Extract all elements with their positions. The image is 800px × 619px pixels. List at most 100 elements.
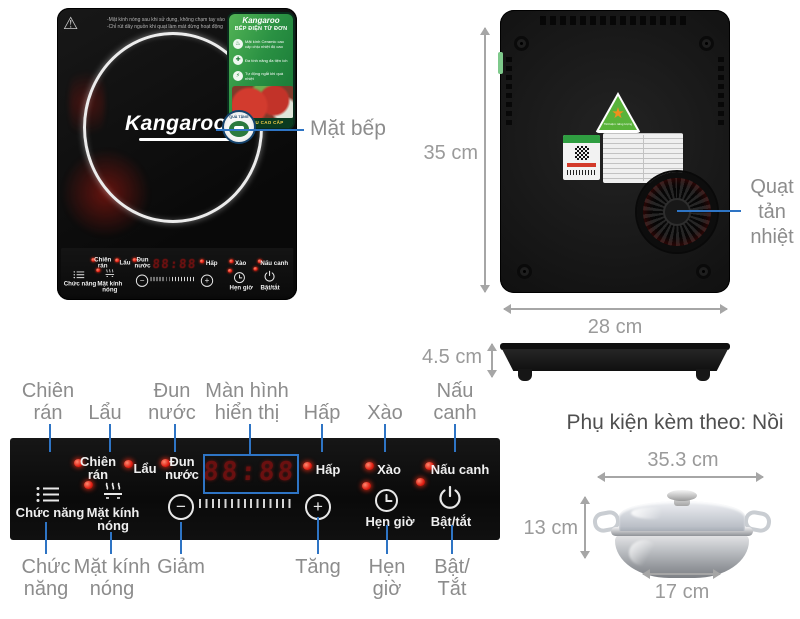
side-sticker-edge <box>498 52 503 74</box>
foot <box>518 369 532 381</box>
annotation-line <box>386 525 388 554</box>
minus-button: − <box>168 494 194 520</box>
annotation-xao: Xào <box>367 402 403 424</box>
annotation-giam: Giảm <box>157 556 205 578</box>
pot-glass-lid <box>619 501 745 531</box>
surface-annotation-label: Mặt bếp <box>310 117 386 140</box>
led-indicator <box>91 257 96 262</box>
annotation-line <box>249 424 251 455</box>
vent-slots <box>506 55 512 125</box>
power-icon <box>439 485 461 509</box>
hot-surface-icon <box>104 482 122 499</box>
function-list-icon <box>73 271 85 279</box>
hen-gio-label: Hẹn giờ <box>365 514 415 529</box>
led-indicator <box>365 462 374 470</box>
annotation-lau: Lẩu <box>88 402 122 424</box>
chuc-nang-label: Chức năng <box>15 505 85 520</box>
annotation-line <box>451 525 453 554</box>
cooktop-back-view: ★ Tiết kiệm năng lượng <box>498 10 730 293</box>
vent-slots <box>718 55 724 125</box>
led-indicator <box>124 460 133 468</box>
power-level-scale <box>199 499 291 508</box>
led-indicator <box>425 462 434 470</box>
led-indicator <box>132 257 137 262</box>
pot-lid-rim <box>611 527 753 536</box>
sticker-feature: ⚡ Tự động ngắt khi quá nhiệt <box>233 71 291 81</box>
led-indicator <box>84 481 93 489</box>
height-measure-label: 35 cm <box>423 142 478 164</box>
annotation-line <box>454 424 456 452</box>
hotpot-food-image <box>232 86 293 118</box>
cooktop-side-view <box>500 343 730 350</box>
led-indicator <box>229 259 234 264</box>
cooktop-front-view: ⚠ -Mặt kính nóng sau khi sử dụng, không … <box>57 8 297 300</box>
foot <box>696 264 711 279</box>
segment-display: 88:88 <box>151 257 198 272</box>
plus-button: + <box>200 274 214 287</box>
xao-label: Xào <box>377 462 401 477</box>
gift-badge: QUÀ TẶNG <box>222 110 256 144</box>
pot-base-arrow <box>642 569 721 579</box>
screw <box>514 36 529 51</box>
annotation-line <box>180 522 182 554</box>
sticker-brand: Kangaroo <box>242 16 280 25</box>
hot-surface-icon <box>105 269 115 277</box>
bat-tat-label: Bật/tắt <box>430 514 472 529</box>
sticker-feature: ✚ Đa tính năng đa tiện ích <box>233 55 291 65</box>
brand-logo-underline <box>139 138 231 141</box>
led-indicator <box>74 459 83 467</box>
sticker-feature: ♨ Mặt kính Ceramic cao cấp chịu nhiệt độ… <box>233 39 291 49</box>
pot-width-arrow <box>597 472 764 482</box>
auto-off-icon: ⚡ <box>233 71 243 81</box>
led-indicator <box>199 259 205 264</box>
power-level-scale <box>150 276 195 282</box>
led-indicator <box>416 478 425 486</box>
hap-label: Hấp <box>315 462 341 477</box>
cooling-fan <box>637 172 717 252</box>
accessory-heading: Phụ kiện kèm theo: Nồi <box>566 411 784 434</box>
led-indicator <box>257 259 262 264</box>
width-measure-label: 28 cm <box>587 316 643 338</box>
led-indicator <box>96 268 101 273</box>
minus-button: − <box>135 274 149 287</box>
brand-logo: Kangaroo <box>125 112 228 135</box>
annotation-line <box>317 517 319 554</box>
barcode <box>567 170 596 175</box>
annotation-line <box>321 424 323 452</box>
qr-code <box>574 146 589 160</box>
pot-width-label: 35.3 cm <box>647 449 719 471</box>
pot-height-label: 13 cm <box>523 517 578 539</box>
timer-clock-icon <box>234 272 245 284</box>
annotation-line <box>677 210 741 212</box>
pot-lid-knob <box>674 498 690 506</box>
pot-height-arrow <box>580 496 590 559</box>
foot <box>696 369 710 381</box>
timer-clock-icon <box>375 489 398 512</box>
screw <box>699 36 714 51</box>
power-icon <box>264 270 275 282</box>
pot-base-label: 17 cm <box>654 581 710 603</box>
energy-star-icon: ★ <box>611 105 625 122</box>
annotation-line <box>49 424 51 452</box>
pot-body <box>615 534 749 578</box>
lau-label: Lẩu <box>133 461 157 476</box>
plus-icon: + <box>313 497 323 516</box>
annotation-line <box>109 424 111 452</box>
led-indicator <box>115 258 120 263</box>
vent-slots <box>540 16 690 25</box>
led-indicator <box>161 459 170 467</box>
function-list-icon <box>36 487 59 502</box>
foot <box>517 264 532 279</box>
glass-icon: ♨ <box>233 39 243 49</box>
nau-canh-label: Nấu canh <box>430 462 490 477</box>
sticker-ribbon: NỒI LẨU CAO CẤP <box>229 118 293 128</box>
